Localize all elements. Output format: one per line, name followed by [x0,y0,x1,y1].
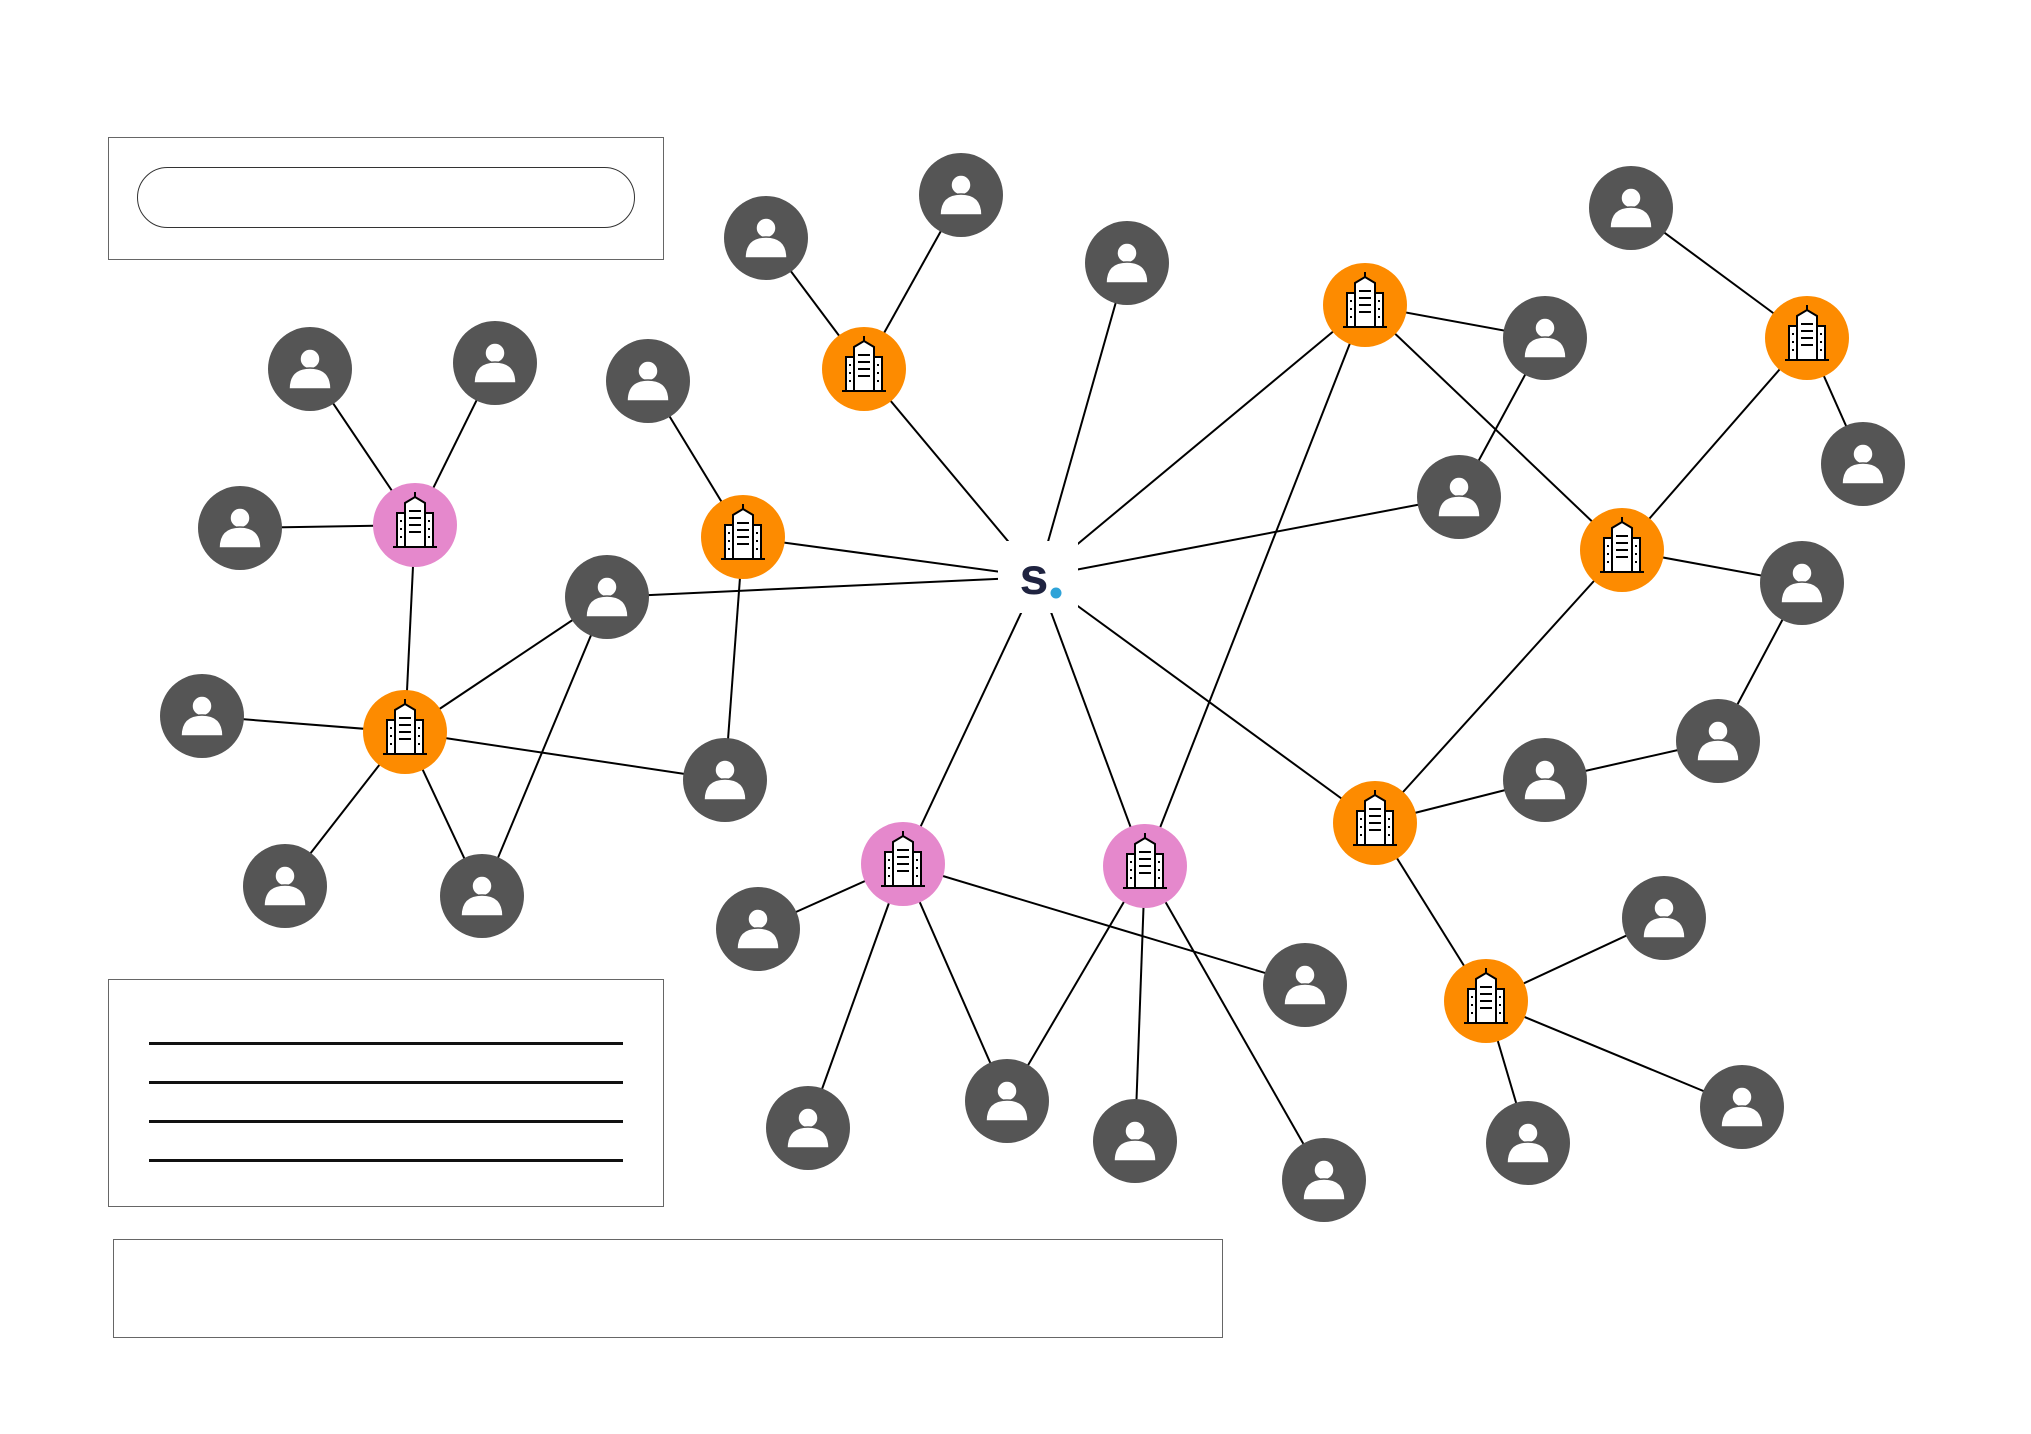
footer-panel [113,1239,1223,1338]
person-node[interactable] [1263,943,1347,1027]
person-node[interactable] [1622,876,1706,960]
hub-node[interactable]: s [998,541,1078,613]
person-node[interactable] [1760,541,1844,625]
edge-line [902,863,1306,986]
person-node[interactable] [243,844,327,928]
organization-node-orange[interactable] [1323,263,1407,347]
person-node[interactable] [1282,1138,1366,1222]
organization-node-orange[interactable] [1333,781,1417,865]
search-panel [108,137,664,260]
organization-node-orange[interactable] [1580,508,1664,592]
person-node[interactable] [965,1059,1049,1143]
edge-line [1144,304,1366,867]
person-node[interactable] [440,854,524,938]
edge-line [1364,304,1623,551]
person-node[interactable] [766,1086,850,1170]
edge-line [742,536,1039,578]
hub-logo-dot [1050,587,1062,599]
text-panel [108,979,664,1207]
person-node[interactable] [716,887,800,971]
organization-node-pink[interactable] [1103,824,1187,908]
person-node[interactable] [919,153,1003,237]
edge-line [1037,304,1366,578]
person-node[interactable] [268,327,352,411]
edge-line [481,596,608,897]
person-node[interactable] [453,321,537,405]
organization-node-orange[interactable] [1444,959,1528,1043]
edge-line [902,863,1008,1102]
person-node[interactable] [724,196,808,280]
person-node[interactable] [1486,1101,1570,1185]
organization-node-pink[interactable] [861,822,945,906]
person-node[interactable] [1676,699,1760,783]
edge-line [902,576,1039,865]
person-node[interactable] [1700,1065,1784,1149]
edge-line [606,576,1039,598]
text-line [149,1159,623,1162]
edge-line [1037,576,1146,867]
person-node[interactable] [1589,166,1673,250]
edge-line [1485,1000,1743,1108]
node-layer [160,153,1905,1222]
edge-line [1144,865,1325,1181]
organization-node-orange[interactable] [1765,296,1849,380]
person-node[interactable] [1503,738,1587,822]
text-line [149,1081,623,1084]
organization-node-orange[interactable] [363,690,447,774]
person-node[interactable] [1503,296,1587,380]
person-node[interactable] [160,674,244,758]
edge-line [404,731,726,781]
search-input[interactable] [137,167,635,228]
edge-line [807,863,904,1129]
text-line [149,1042,623,1045]
edge-line [1037,262,1128,578]
edge-line [1006,865,1146,1102]
edge-line [1134,865,1146,1142]
edge-line [1037,496,1460,578]
edge-line [1374,549,1623,824]
person-node[interactable] [565,555,649,639]
person-node[interactable] [683,738,767,822]
person-node[interactable] [1085,221,1169,305]
person-node[interactable] [1093,1099,1177,1183]
edge-line [1037,576,1376,824]
organization-node-pink[interactable] [373,483,457,567]
organization-node-orange[interactable] [822,327,906,411]
text-line [149,1120,623,1123]
person-node[interactable] [1821,422,1905,506]
edge-line [1621,337,1808,551]
organization-node-orange[interactable] [701,495,785,579]
person-node[interactable] [1417,455,1501,539]
person-node[interactable] [606,339,690,423]
person-node[interactable] [198,486,282,570]
hub-logo-letter: s [1020,548,1049,606]
